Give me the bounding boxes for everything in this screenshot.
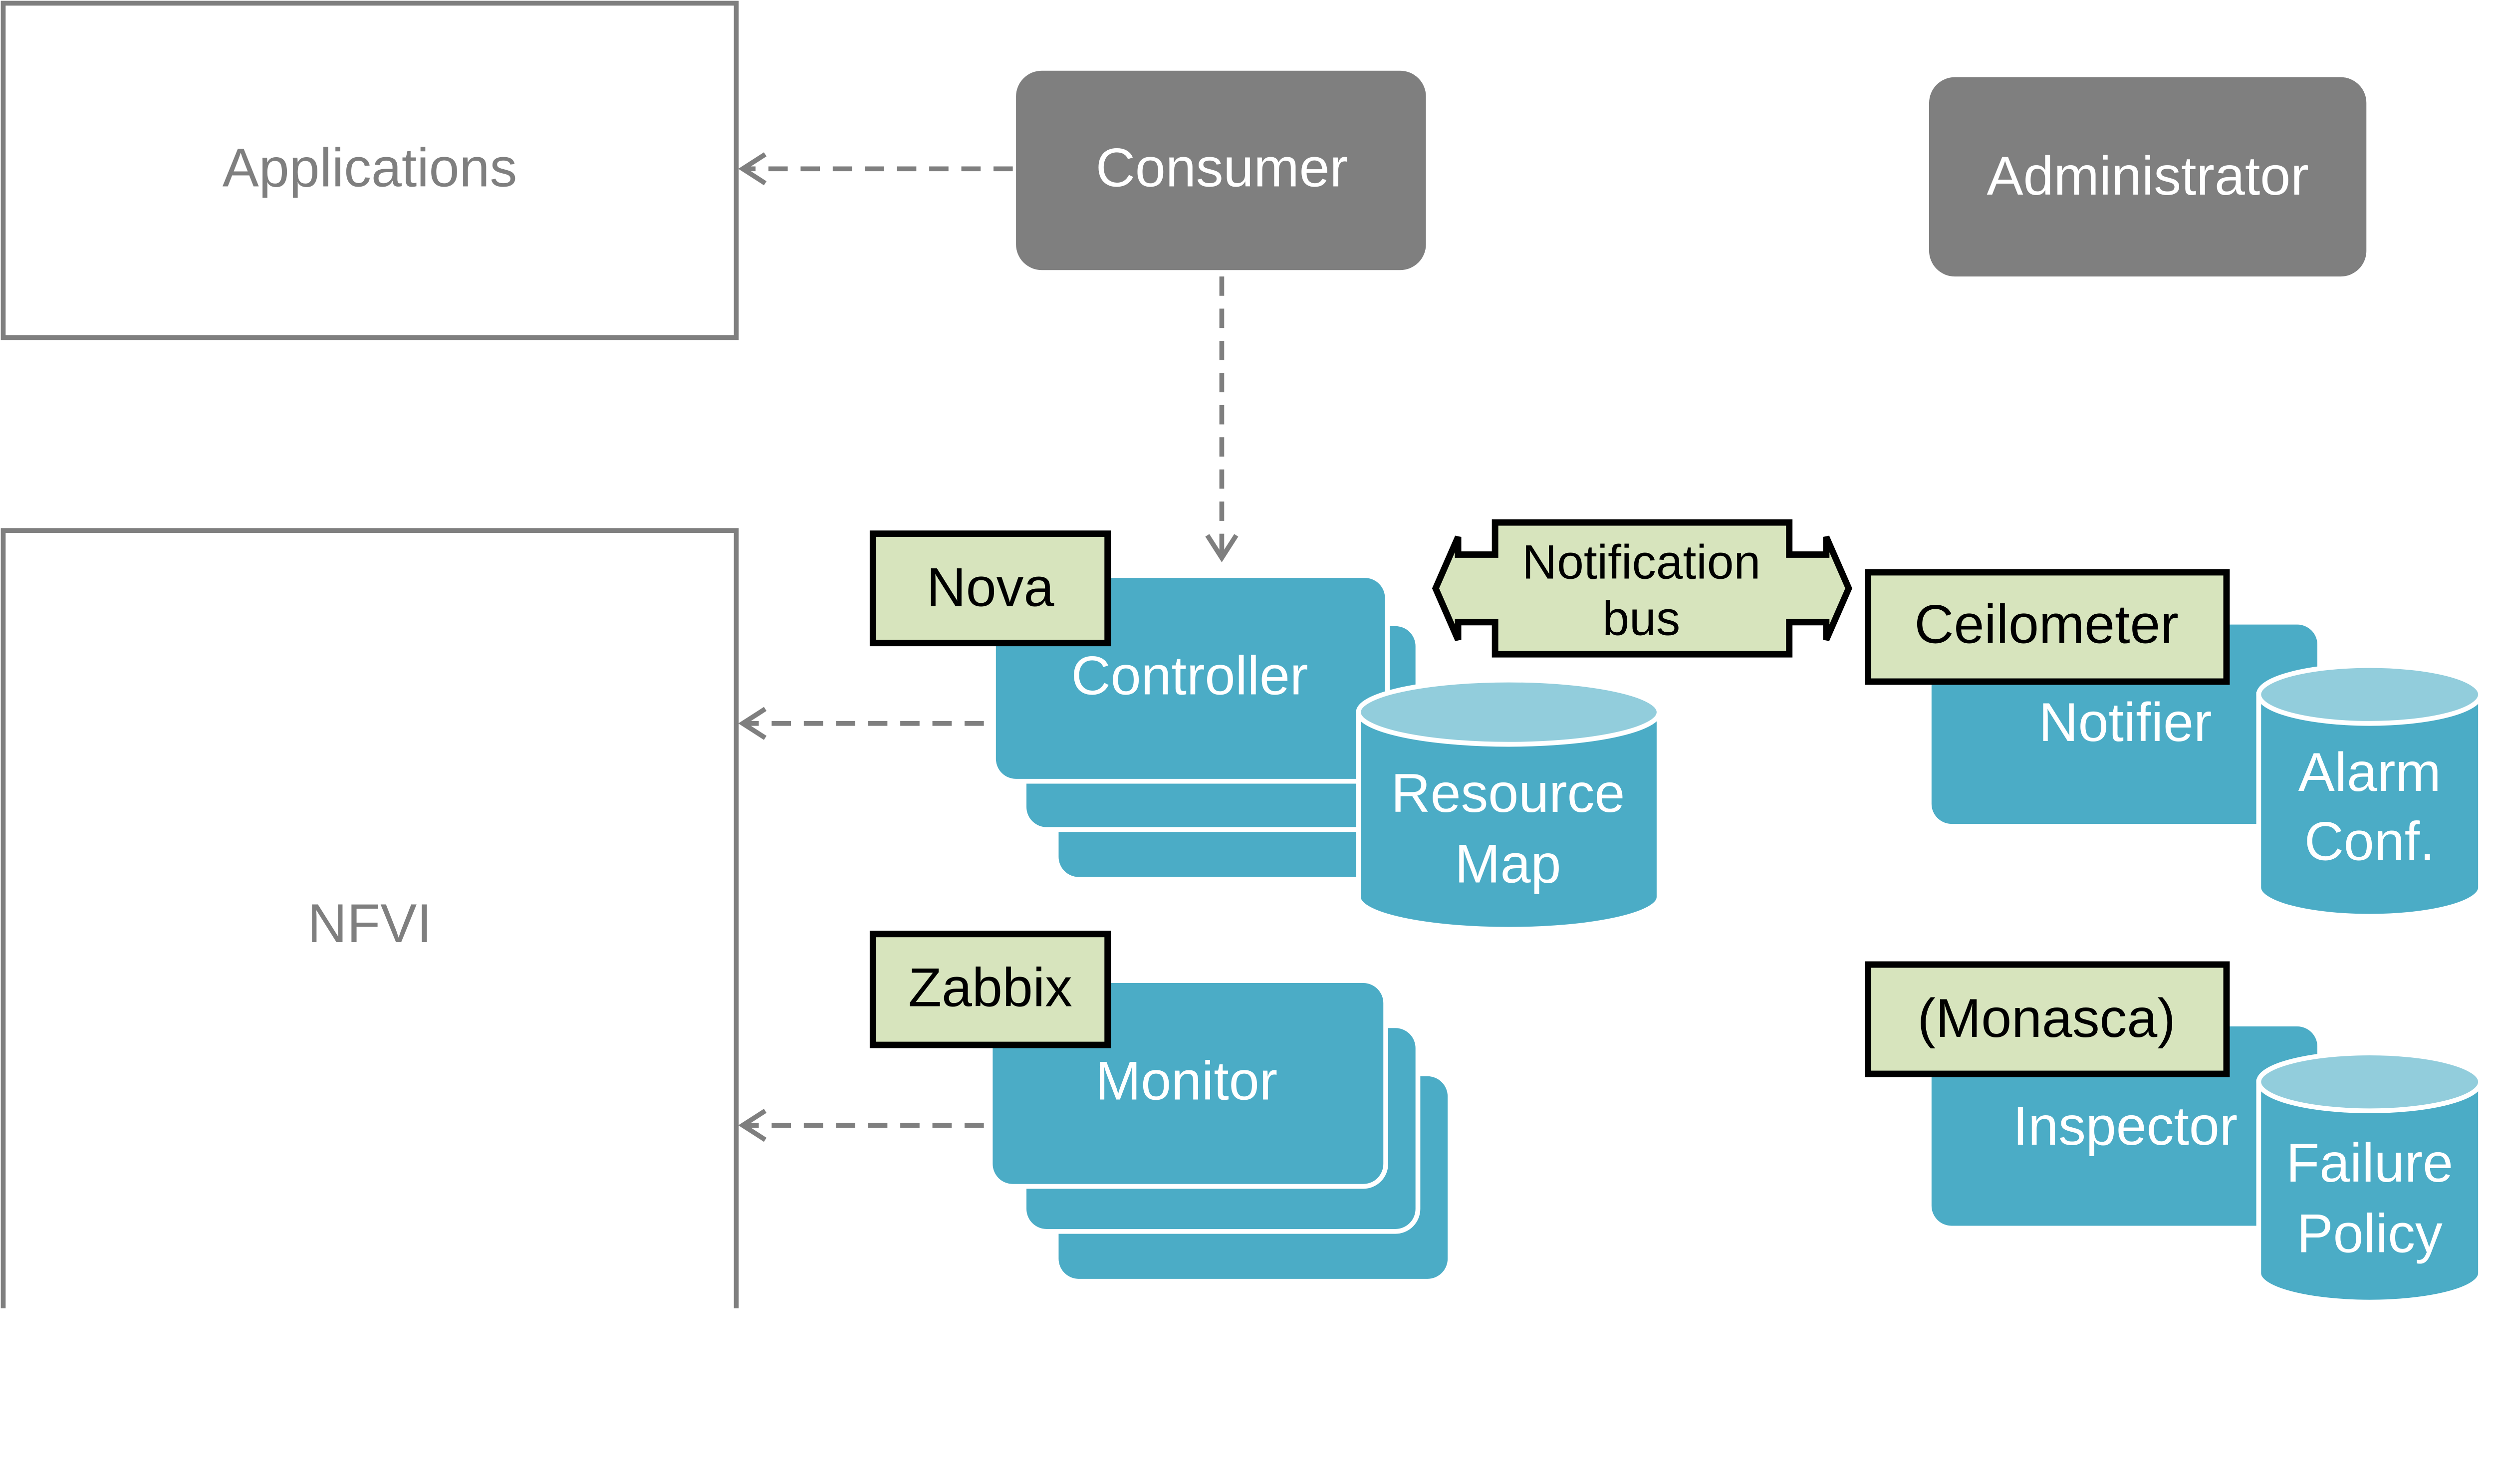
- notification-bus: Notification bus: [1432, 519, 1852, 658]
- arrow-controller-to-nfvi: [738, 707, 984, 740]
- alarm-conf-database: Alarm Conf.: [2256, 663, 2483, 919]
- arrow-consumer-to-controller: [1205, 276, 1239, 562]
- applications-label: Applications: [223, 138, 517, 199]
- resource-map-label-1: Resource: [1391, 763, 1625, 824]
- alarm-conf-label-2: Conf.: [2304, 811, 2435, 872]
- alarm-conf-label-1: Alarm: [2298, 742, 2441, 803]
- resource-map-database: Resource Map: [1356, 677, 1662, 932]
- zabbix-label: Zabbix: [908, 958, 1072, 1018]
- nova-tag: Nova: [869, 530, 1111, 647]
- arrow-consumer-to-applications: [738, 152, 1013, 186]
- ceilometer-label: Ceilometer: [1914, 594, 2179, 655]
- zabbix-tag: Zabbix: [869, 931, 1111, 1048]
- administrator-label: Administrator: [1987, 146, 2309, 207]
- consumer-label: Consumer: [1096, 138, 1348, 199]
- monasca-label: (Monasca): [1918, 988, 2176, 1049]
- administrator-box: Administrator: [1929, 77, 2367, 277]
- consumer-box: Consumer: [1016, 70, 1426, 270]
- notifier-label: Notifier: [2039, 692, 2212, 753]
- inspector-label: Inspector: [2013, 1096, 2238, 1157]
- notification-bus-label-1: Notification: [1522, 536, 1760, 589]
- notification-bus-label-2: bus: [1602, 592, 1680, 645]
- arrow-monitor-to-nfvi: [738, 1109, 984, 1142]
- applications-box: Applications: [0, 0, 739, 340]
- failure-policy-label-2: Policy: [2297, 1204, 2443, 1264]
- failure-policy-database: Failure Policy: [2256, 1050, 2483, 1305]
- monasca-tag: (Monasca): [1865, 961, 2230, 1077]
- architecture-diagram: Applications NFVI Consumer Administrator…: [0, 0, 2483, 1309]
- ceilometer-tag: Ceilometer: [1865, 569, 2230, 685]
- resource-map-label-2: Map: [1455, 834, 1561, 895]
- nova-label: Nova: [927, 557, 1054, 618]
- controller-label: Controller: [1071, 646, 1308, 707]
- nfvi-box: NFVI: [0, 528, 739, 1309]
- nfvi-label: NFVI: [307, 893, 432, 954]
- monitor-label: Monitor: [1095, 1051, 1277, 1112]
- failure-policy-label-1: Failure: [2286, 1133, 2453, 1194]
